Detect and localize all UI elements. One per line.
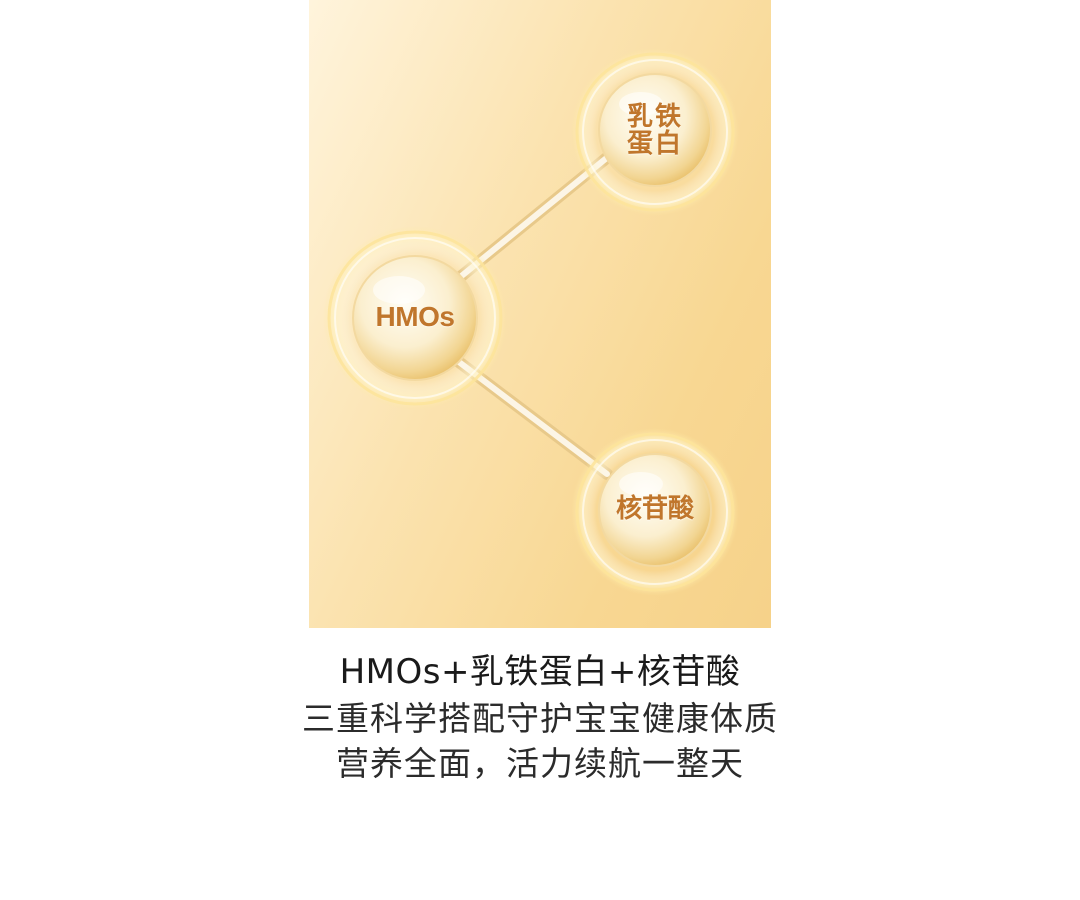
nucleotide-label: 核苷酸	[615, 494, 694, 524]
caption-subtitle-line2: 营养全面，活力续航一整天	[336, 744, 744, 783]
lactoferrin-label-line1: 乳铁	[626, 102, 683, 132]
lactoferrin-node	[571, 48, 739, 216]
hmos-node	[323, 226, 507, 410]
nucleotide-node	[571, 428, 739, 596]
caption-title: HMOs+乳铁蛋白+核苷酸	[339, 652, 741, 692]
caption-subtitle-line1: 三重科学搭配守护宝宝健康体质	[302, 699, 778, 738]
lactoferrin-label-line2: 蛋白	[626, 129, 683, 160]
lactoferrin-label: 乳铁 蛋白	[609, 102, 701, 160]
hmos-label: HMOs	[375, 301, 455, 332]
molecule-illustration: HMOs 乳铁 蛋白 核苷酸	[309, 0, 771, 628]
molecule-graphic	[323, 48, 739, 596]
